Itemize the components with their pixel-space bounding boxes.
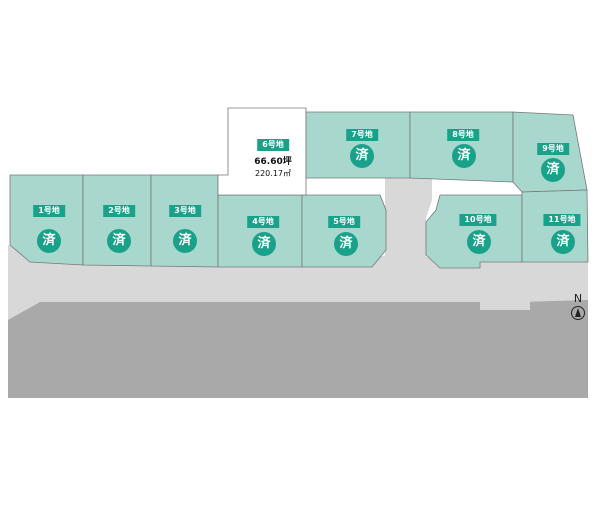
lot-1-label: 1号地 bbox=[33, 205, 65, 217]
lot-3-sold-badge: 済 bbox=[173, 229, 197, 253]
lot-6-area-sqm: 220.17㎡ bbox=[255, 169, 291, 178]
lot-2-sold-badge: 済 bbox=[107, 229, 131, 253]
lot-6-shape bbox=[217, 107, 307, 196]
lot-7-sold-badge: 済 bbox=[350, 144, 374, 168]
lot-4-label: 4号地 bbox=[247, 216, 279, 228]
lot-2-label: 2号地 bbox=[103, 205, 135, 217]
lot-4-sold-badge: 済 bbox=[252, 232, 276, 256]
lot-10-sold-badge: 済 bbox=[467, 230, 491, 254]
lot-5-shape bbox=[301, 194, 387, 268]
lot-1-sold-badge: 済 bbox=[37, 229, 61, 253]
compass-icon bbox=[571, 306, 585, 320]
lot-1-shape bbox=[9, 174, 84, 266]
lot-5-label: 5号地 bbox=[328, 216, 360, 228]
access-road bbox=[385, 178, 530, 310]
lot-5-sold-badge: 済 bbox=[334, 232, 358, 256]
lot-11-sold-badge: 済 bbox=[551, 230, 575, 254]
lot-11-label: 11号地 bbox=[543, 214, 581, 226]
road-shading bbox=[8, 300, 588, 398]
lot-9-label: 9号地 bbox=[537, 143, 569, 155]
lot-10-label: 10号地 bbox=[459, 214, 497, 226]
lot-4-shape bbox=[217, 194, 303, 268]
north-arrow: N bbox=[568, 293, 588, 320]
lot-8-sold-badge: 済 bbox=[452, 144, 476, 168]
lot-9-sold-badge: 済 bbox=[541, 158, 565, 182]
lot-3-label: 3号地 bbox=[169, 205, 201, 217]
north-label: N bbox=[573, 292, 583, 305]
lot-7-label: 7号地 bbox=[346, 129, 378, 141]
lot-8-label: 8号地 bbox=[447, 129, 479, 141]
lot-6-area-info: 66.60坪 220.17㎡ bbox=[254, 156, 291, 179]
lot-6-area-tsubo: 66.60坪 bbox=[254, 157, 292, 167]
lot-6-label: 6号地 bbox=[257, 139, 289, 151]
lot-3-shape bbox=[150, 174, 219, 268]
